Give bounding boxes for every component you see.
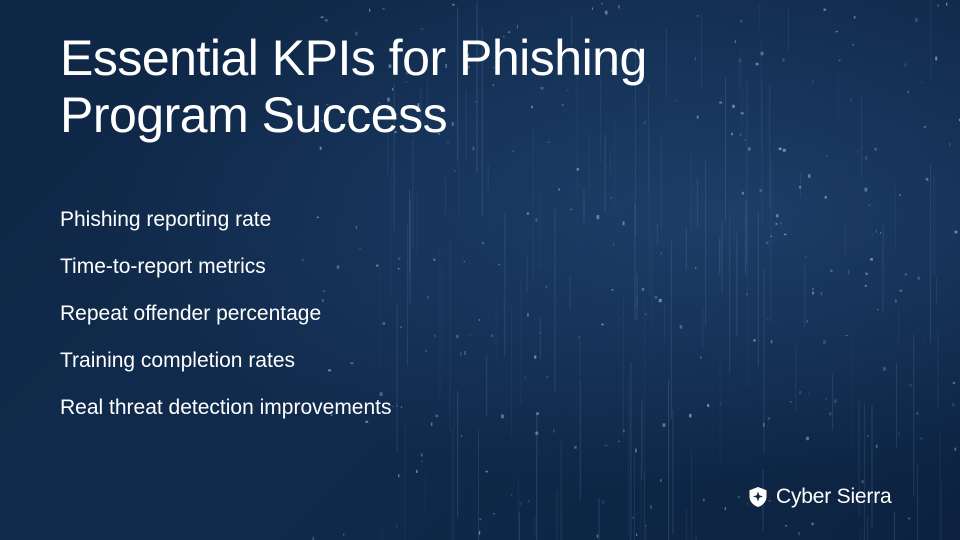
kpi-item-time-to-report: Time-to-report metrics xyxy=(60,255,266,278)
brand-name: Cyber Sierra xyxy=(776,485,892,508)
kpi-item-reporting-rate: Phishing reporting rate xyxy=(60,208,272,231)
kpi-item-training-completion: Training completion rates xyxy=(60,349,295,372)
kpi-list: Phishing reporting rate Time-to-report m… xyxy=(60,204,392,439)
brand-logo: Cyber Sierra xyxy=(748,484,892,510)
slide-title: Essential KPIs for Phishing Program Succ… xyxy=(60,30,647,143)
kpi-item-threat-detection: Real threat detection improvements xyxy=(60,396,392,419)
shield-logo-icon xyxy=(749,487,767,507)
kpi-item-repeat-offender: Repeat offender percentage xyxy=(60,302,322,325)
